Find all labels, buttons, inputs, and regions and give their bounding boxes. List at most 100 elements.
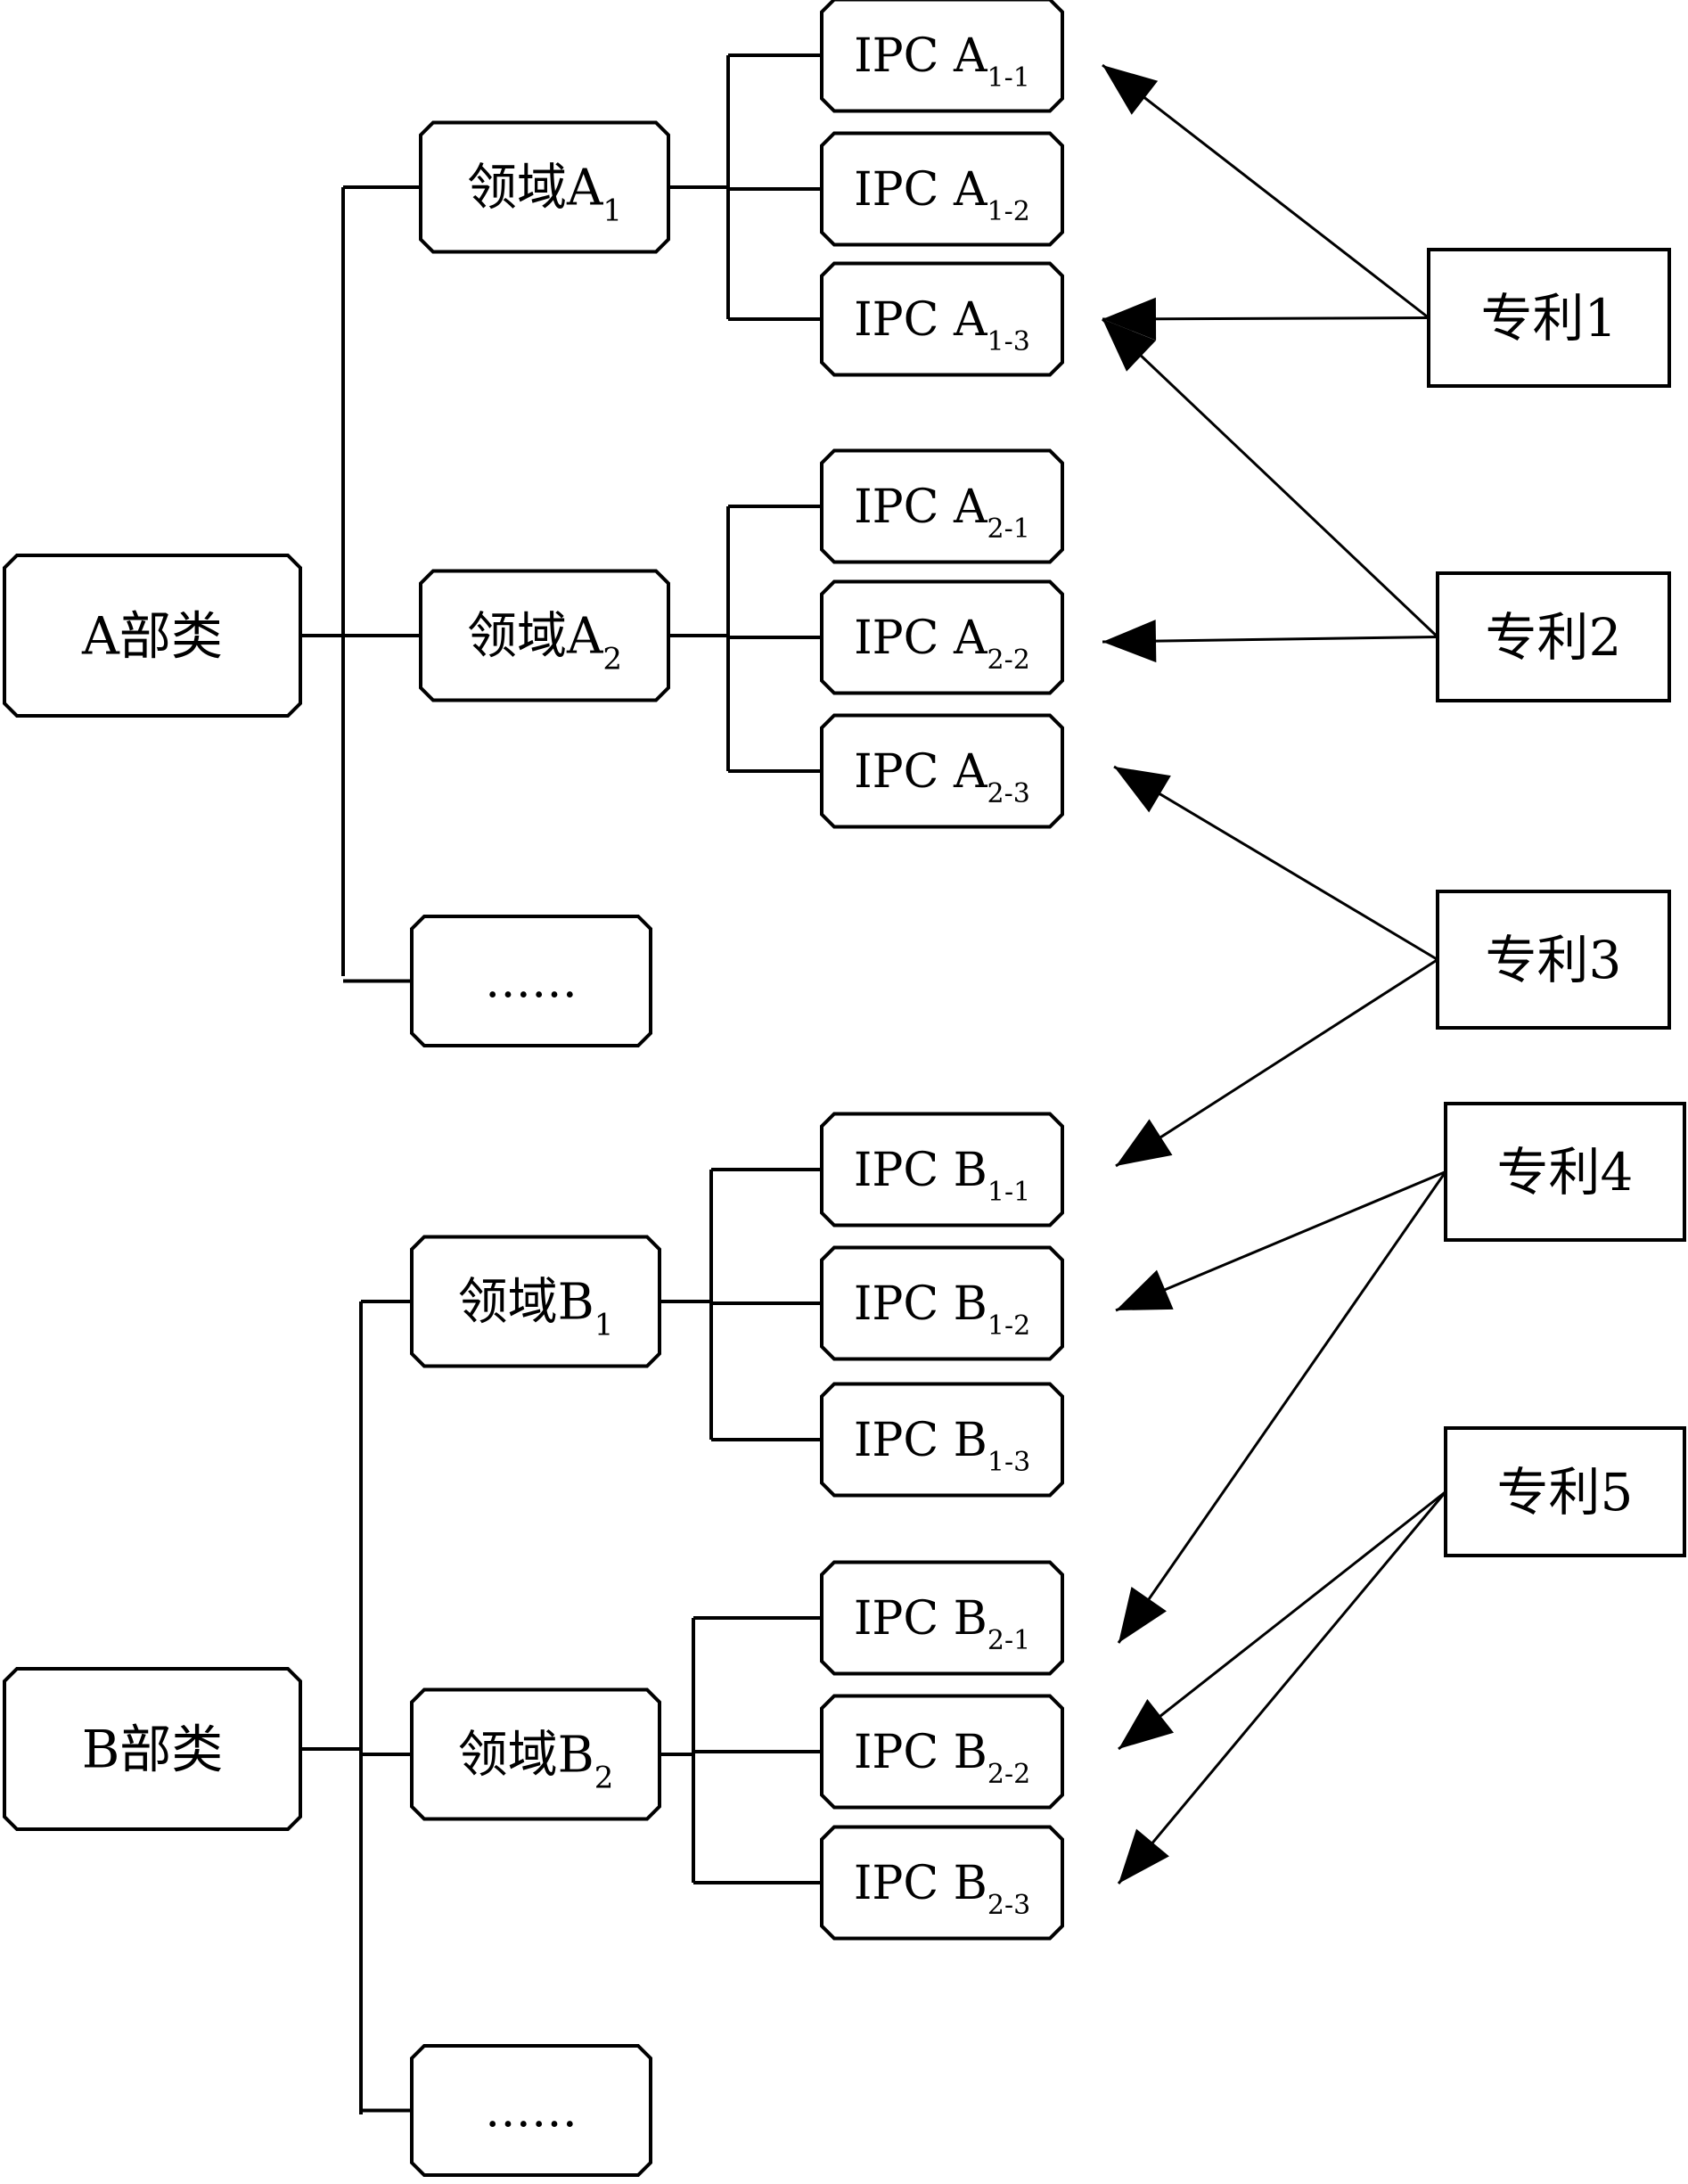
field-a2-label-main: 领域A	[467, 608, 603, 666]
arrow-p4-to-b2-1	[1117, 1170, 1447, 1644]
field-a2-label: 领域A2	[467, 608, 622, 677]
ipc-a2-1-box: IPC A2-1	[820, 448, 1064, 564]
category-b-more-box: ……	[410, 2044, 652, 2177]
category-a-more-label-main: ……	[485, 956, 578, 1009]
arrow-p4-to-b1-2	[1115, 1170, 1446, 1312]
ipc-a1-2-label: IPC A1-2	[854, 163, 1030, 227]
ipc-a2-3-box: IPC A2-3	[820, 713, 1064, 829]
ipc-b1-2-label-subscript: 1-2	[987, 1310, 1030, 1342]
field-a1-label-subscript: 1	[602, 193, 622, 229]
category-a-more-label: ……	[485, 956, 578, 1009]
arrowhead-p3-to-a2-3	[1114, 767, 1171, 813]
ipc-a1-1-box: IPC A1-1	[820, 0, 1064, 113]
patent-p4-label-main: 专利4	[1497, 1142, 1634, 1203]
field-b2-box-frame	[410, 1687, 661, 1821]
category-b-more-label-main: ……	[485, 2085, 578, 2139]
ipc-b1-1-box-frame	[820, 1112, 1064, 1227]
patent-p1-box: 专利1	[1427, 248, 1671, 388]
ipc-a2-2-label-main: IPC A	[854, 612, 988, 665]
arrowhead-p4-to-b2-1	[1119, 1587, 1167, 1643]
category-a-label: A部类	[81, 605, 223, 666]
ipc-a2-2-box: IPC A2-2	[820, 579, 1064, 695]
field-b1-label-main: 领域B	[458, 1274, 594, 1332]
ipc-a2-1-label-subscript: 2-1	[987, 513, 1030, 545]
arrowhead-p5-to-b2-3	[1119, 1828, 1169, 1884]
ipc-a2-1-label-main: IPC A	[854, 480, 988, 534]
arrow-p2-to-a2-2	[1102, 636, 1438, 644]
ipc-b2-1-box-frame	[820, 1560, 1064, 1676]
category-b-more-box-frame	[410, 2044, 652, 2177]
field-b1-box-frame	[410, 1235, 661, 1368]
ipc-b1-1-label-main: IPC B	[854, 1144, 987, 1197]
ipc-a1-1-label-subscript: 1-1	[987, 62, 1030, 94]
arrow-p3-to-b1-1	[1115, 958, 1438, 1168]
arrowhead-p5-to-b2-2	[1119, 1699, 1175, 1749]
patent-p4-box: 专利4	[1444, 1102, 1686, 1242]
ipc-a2-1-label: IPC A2-1	[854, 480, 1030, 545]
ipc-b1-1-label-subscript: 1-1	[987, 1177, 1030, 1208]
patent-p3-box-frame	[1436, 890, 1671, 1030]
ipc-a2-2-label: IPC A2-2	[854, 612, 1030, 676]
field-b1-label: 领域B1	[458, 1274, 614, 1343]
ipc-b2-3-label: IPC B2-3	[854, 1857, 1030, 1921]
ipc-a2-3-label-subscript: 2-3	[987, 778, 1030, 809]
category-b-label: B部类	[82, 1719, 224, 1779]
patent-arrows	[1101, 63, 1447, 1884]
patent-p5-box: 专利5	[1444, 1426, 1686, 1557]
arrowhead-p4-to-b1-2	[1116, 1269, 1174, 1310]
ipc-b1-3-box-frame	[820, 1382, 1064, 1498]
field-b2-label-subscript: 2	[594, 1761, 614, 1796]
category-b-box-frame	[3, 1667, 302, 1831]
category-a-box: A部类	[3, 554, 302, 718]
category-a-label-main: A部类	[81, 605, 223, 666]
arrow-p1-to-a1-1	[1102, 63, 1430, 319]
field-a2-label-subscript: 2	[602, 642, 622, 677]
ipc-a1-2-label-subscript: 1-2	[987, 196, 1030, 227]
ipc-a1-3-box-frame	[820, 261, 1064, 377]
patent-p3-label-main: 专利3	[1486, 930, 1622, 990]
ipc-b2-3-label-main: IPC B	[854, 1857, 987, 1910]
patent-p1-label: 专利1	[1481, 288, 1618, 349]
ipc-a1-2-box-frame	[820, 131, 1064, 247]
ipc-a2-3-box-frame	[820, 713, 1064, 829]
ipc-b2-2-label-main: IPC B	[854, 1726, 987, 1779]
patent-p1-box-frame	[1427, 248, 1671, 388]
ipc-b1-2-box: IPC B1-2	[820, 1245, 1064, 1361]
category-a-box-frame	[3, 554, 302, 718]
ipc-b2-2-box: IPC B2-2	[820, 1694, 1064, 1810]
field-b2-label: 领域B2	[458, 1727, 614, 1796]
patent-p3-box: 专利3	[1436, 890, 1671, 1030]
category-a-more-box: ……	[410, 915, 652, 1047]
ipc-b1-3-label-main: IPC B	[854, 1414, 987, 1467]
ipc-a1-3-label-subscript: 1-3	[987, 326, 1030, 357]
tree-connectors	[300, 53, 822, 2114]
arrow-p3-to-a2-3	[1113, 765, 1438, 961]
ipc-b2-3-box: IPC B2-3	[820, 1825, 1064, 1941]
ipc-b1-1-box: IPC B1-1	[820, 1112, 1064, 1227]
patent-p4-box-frame	[1444, 1102, 1686, 1242]
ipc-b1-3-label: IPC B1-3	[854, 1414, 1030, 1478]
patent-p3-label: 专利3	[1486, 930, 1622, 990]
ipc-a2-3-label-main: IPC A	[854, 745, 988, 799]
patent-p2-box-frame	[1436, 571, 1671, 702]
ipc-a2-2-box-frame	[820, 579, 1064, 695]
ipc-a2-2-label-subscript: 2-2	[987, 645, 1030, 676]
ipc-b2-1-label-main: IPC B	[854, 1592, 987, 1646]
ipc-a1-1-label-main: IPC A	[854, 29, 988, 83]
ipc-a1-1-box-frame	[820, 0, 1064, 113]
field-a2-box-frame	[419, 569, 670, 702]
ipc-a1-1-label: IPC A1-1	[854, 29, 1030, 94]
category-b-more-label: ……	[485, 2085, 578, 2139]
ipc-b1-2-box-frame	[820, 1245, 1064, 1361]
ipc-a1-2-label-main: IPC A	[854, 163, 988, 217]
field-b1-label-subscript: 1	[594, 1308, 614, 1343]
patent-p4-label: 专利4	[1497, 1142, 1634, 1203]
field-a2-box: 领域A2	[419, 569, 670, 702]
patent-p1-label-main: 专利1	[1481, 288, 1618, 349]
ipc-a2-1-box-frame	[820, 448, 1064, 564]
field-b1-box: 领域B1	[410, 1235, 661, 1368]
field-a1-label: 领域A1	[467, 160, 622, 229]
ipc-b1-1-label: IPC B1-1	[854, 1144, 1030, 1208]
